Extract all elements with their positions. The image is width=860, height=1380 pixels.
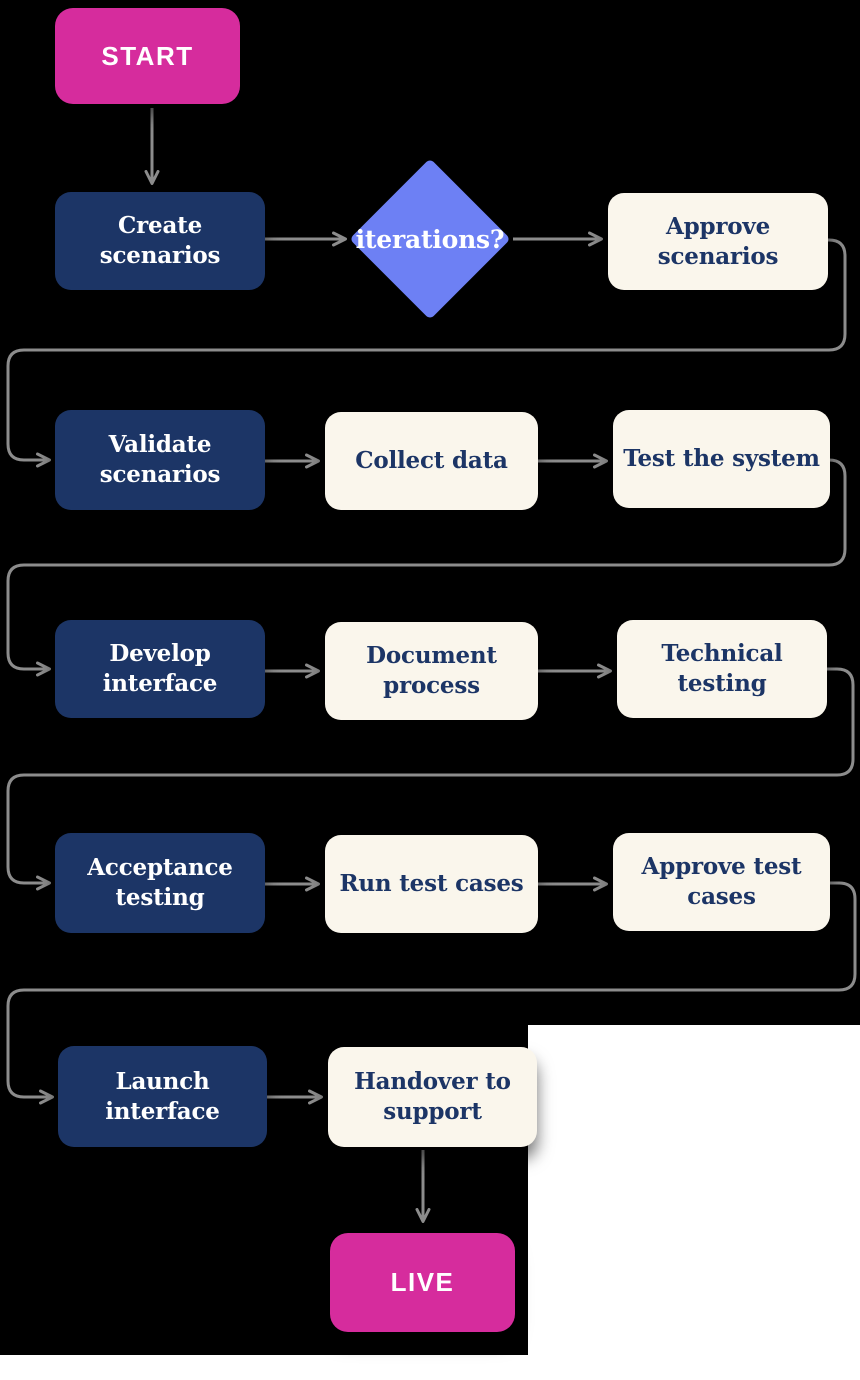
node-label: START — [101, 40, 194, 71]
node-label: LIVE — [390, 1267, 455, 1297]
flow-node-document-process[interactable]: Document process — [325, 622, 538, 720]
flow-node-approve-test-cases[interactable]: Approve test cases — [613, 833, 830, 931]
node-label: Test the system — [623, 445, 820, 473]
node-label: Validate scenarios — [99, 431, 221, 488]
node-label: Acceptance testing — [87, 854, 233, 911]
node-label: Develop interface — [102, 640, 218, 697]
flow-node-develop-interface[interactable]: Develop interface — [55, 620, 265, 718]
flow-node-handover-support[interactable]: Handover to support — [328, 1047, 537, 1147]
flow-node-acceptance-testing[interactable]: Acceptance testing — [55, 833, 265, 933]
node-label: Approve test cases — [641, 853, 802, 910]
node-label: Create scenarios — [99, 212, 221, 269]
node-label: Launch interface — [105, 1067, 220, 1125]
flow-node-run-test-cases[interactable]: Run test cases — [325, 835, 538, 933]
node-label: Technical testing — [661, 640, 783, 697]
connector-technical-to-acceptance-wrap — [6, 667, 855, 891]
flow-node-test-system[interactable]: Test the system — [613, 410, 830, 508]
node-label: Run test cases — [339, 870, 524, 898]
node-label: iterations? — [355, 224, 505, 254]
node-label: Collect data — [355, 447, 508, 475]
flow-node-collect-data[interactable]: Collect data — [325, 412, 538, 510]
flow-node-create-scenarios[interactable]: Create scenarios — [55, 192, 265, 290]
connector-testsystem-to-develop-wrap — [6, 458, 847, 677]
flow-node-launch-interface[interactable]: Launch interface — [58, 1046, 267, 1147]
connector-approvetest-to-launch-wrap — [6, 881, 857, 1105]
node-label: Approve scenarios — [657, 212, 779, 270]
page-background-strip — [0, 1355, 860, 1380]
flow-node-validate-scenarios[interactable]: Validate scenarios — [55, 410, 265, 510]
flow-node-technical-testing[interactable]: Technical testing — [617, 620, 827, 718]
flow-decision-iterations[interactable]: iterations? — [349, 158, 511, 320]
flow-node-start[interactable]: START — [55, 8, 240, 104]
page-background-patch — [528, 1025, 860, 1380]
flow-node-approve-scenarios[interactable]: Approve scenarios — [608, 193, 828, 290]
flow-node-live[interactable]: LIVE — [330, 1233, 515, 1332]
node-label: Document process — [366, 642, 497, 699]
node-label: Handover to support — [354, 1068, 511, 1125]
connector-approve-to-validate-wrap — [6, 238, 847, 468]
